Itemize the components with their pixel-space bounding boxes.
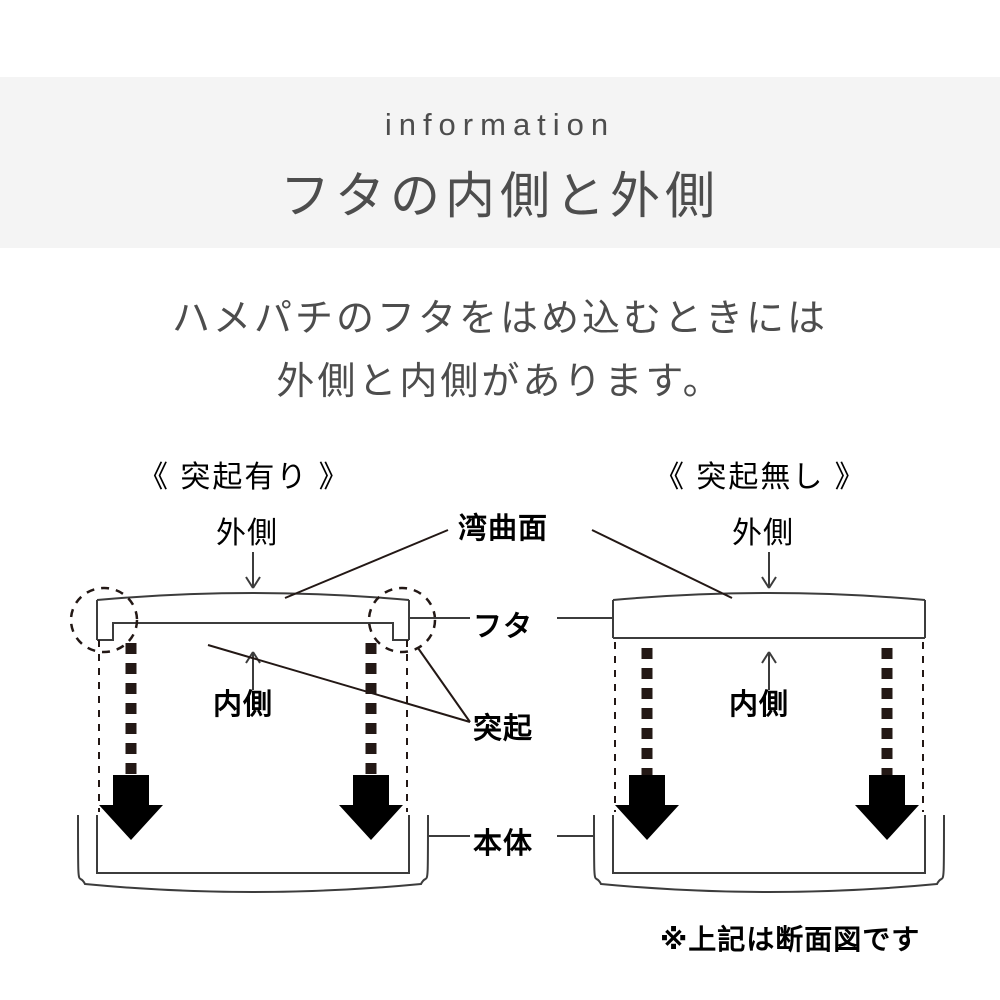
callout-body: 本体 bbox=[473, 828, 534, 860]
body-outer-wall-2 bbox=[593, 814, 945, 893]
callout-protrusion: 突起 bbox=[473, 713, 534, 745]
lid-protrusion-step bbox=[97, 622, 409, 641]
leader-curved-surface-right bbox=[591, 529, 733, 599]
insertion-arrow-right-2 bbox=[855, 775, 919, 840]
body-inner-wall-2 bbox=[612, 815, 926, 874]
container-body-left bbox=[77, 814, 429, 893]
leader-protrusion-b bbox=[417, 647, 471, 723]
lead-paragraph: ハメパチのフタをはめ込むときには 外側と内側があります。 bbox=[0, 288, 1000, 414]
lead-line-1: ハメパチのフタをはめ込むときには bbox=[171, 298, 828, 340]
container-body-right bbox=[593, 814, 945, 893]
lead-line-2: 外側と内側があります。 bbox=[276, 361, 724, 403]
insertion-arrow-left-2 bbox=[615, 775, 679, 840]
inner-direction-arrow-right bbox=[761, 651, 777, 690]
body-outer-wall bbox=[77, 814, 429, 893]
body-inner-wall bbox=[96, 815, 410, 874]
lid-with-protrusion bbox=[96, 592, 410, 641]
header-eyebrow: information bbox=[384, 107, 616, 142]
leader-curved-surface-left bbox=[284, 529, 449, 599]
leader-protrusion-a bbox=[207, 644, 471, 723]
protrusion-highlight-right bbox=[367, 586, 437, 654]
inner-label-right: 内側 bbox=[729, 689, 790, 721]
lid-curved-top-2 bbox=[612, 592, 926, 601]
insertion-arrow-left bbox=[99, 775, 163, 840]
protrusion-highlight-left bbox=[69, 586, 139, 654]
panel-heading-with-protrusion: 《 突起有り 》 bbox=[138, 461, 351, 494]
outer-direction-arrow-left bbox=[245, 552, 261, 589]
panel-heading-without-protrusion: 《 突起無し 》 bbox=[654, 461, 867, 494]
inner-label-left: 内側 bbox=[213, 689, 274, 721]
callout-leader-lines bbox=[207, 529, 733, 837]
insertion-arrow-right bbox=[339, 775, 403, 840]
header-band bbox=[0, 77, 1000, 248]
panel-without-protrusion bbox=[593, 552, 945, 893]
page-title: フタの内側と外側 bbox=[280, 168, 720, 224]
footnote-cross-section: ※上記は断面図です bbox=[660, 924, 921, 955]
outer-label-left: 外側 bbox=[216, 517, 278, 550]
panel-with-protrusion bbox=[69, 552, 437, 893]
lid-curved-top bbox=[96, 592, 410, 601]
outer-label-right: 外側 bbox=[732, 517, 794, 550]
outer-direction-arrow-right bbox=[761, 552, 777, 589]
callout-curved-surface: 湾曲面 bbox=[458, 513, 549, 545]
lid-without-protrusion bbox=[612, 592, 926, 639]
callout-lid: フタ bbox=[473, 611, 534, 643]
